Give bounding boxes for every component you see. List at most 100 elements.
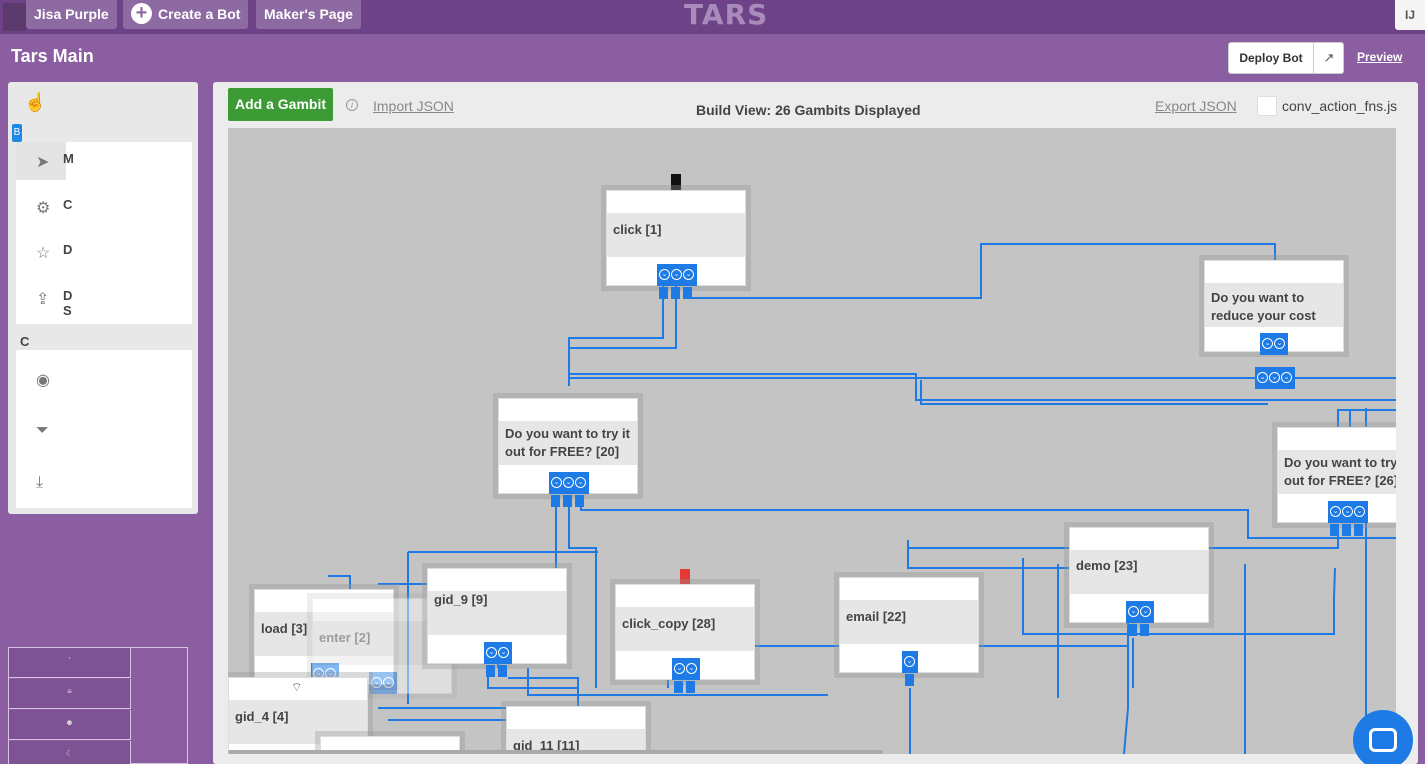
gambit-buttons[interactable]: ⌄ ⌄	[484, 642, 512, 664]
user-initials-button[interactable]: IJ	[1395, 0, 1425, 30]
conv-action-label: conv_action_fns.js	[1282, 98, 1398, 114]
bottom-toolbar-row[interactable]: ☻	[9, 710, 131, 740]
sidebar-item-design[interactable]: ☆ D	[16, 233, 72, 271]
gambit-node[interactable]: gid_9 [9] ⌄ ⌄	[427, 568, 567, 677]
gambit-buttons[interactable]: ⌄ ⌄	[369, 672, 397, 694]
gambit-buttons[interactable]: ⌄ ⌄ ⌄	[549, 472, 589, 494]
import-json-link[interactable]: Import JSON	[373, 98, 454, 114]
user-menu-button[interactable]: Jisa Purple	[26, 0, 117, 29]
gambit-buttons[interactable]: ⌄ ⌄	[1260, 333, 1288, 355]
gambit-node[interactable]	[320, 736, 460, 754]
chevron-down-icon[interactable]: ⌄	[1354, 506, 1365, 517]
chevron-down-icon[interactable]: ⌄	[1257, 372, 1268, 383]
chevron-down-icon[interactable]: ⌄	[1269, 372, 1280, 383]
tars-logo[interactable]: TARS	[684, 0, 769, 31]
sidebar-section-label: C	[20, 334, 30, 349]
gambit-node[interactable]: Do you want to try it out for FREE? [20]…	[498, 398, 638, 507]
gambit-buttons[interactable]: ⌄ ⌄	[1126, 601, 1154, 623]
makers-page-button[interactable]: Maker's Page	[256, 0, 361, 29]
conv-action-checkbox[interactable]	[1257, 96, 1277, 116]
chevron-down-icon[interactable]: ⌄	[1281, 372, 1292, 383]
chevron-down-icon[interactable]: ⌄	[674, 663, 685, 674]
chevron-down-icon[interactable]: ⌄	[1140, 606, 1151, 617]
chevron-down-icon[interactable]: ⌄	[486, 647, 497, 658]
gambit-node[interactable]: click [1] ⌄ ⌄ ⌄	[606, 190, 746, 299]
chevron-down-icon[interactable]: ⌄	[1274, 338, 1285, 349]
gambit-title: gid_9 [9]	[434, 592, 488, 607]
user-avatar[interactable]	[3, 3, 27, 31]
user-name: Jisa Purple	[34, 6, 109, 22]
gambit-node[interactable]: ⌔ gid_4 [4]	[228, 677, 368, 754]
sidebar-item-config[interactable]: ⚙ C	[16, 188, 72, 226]
connector[interactable]	[498, 665, 507, 677]
connector[interactable]	[1330, 524, 1339, 536]
gambit-node[interactable]: Do you want to reduce your cost ⌄ ⌄ ⌄ ⌄ …	[1204, 260, 1344, 389]
connector[interactable]	[486, 665, 495, 677]
chat-support-button[interactable]	[1353, 710, 1413, 764]
info-icon[interactable]: i	[346, 99, 358, 111]
connector[interactable]	[563, 495, 572, 507]
chevron-down-icon[interactable]: ⌄	[671, 269, 682, 280]
download-icon[interactable]: ⤓	[36, 474, 44, 491]
chevron-down-icon[interactable]: ⌄	[575, 477, 586, 488]
connector[interactable]	[1128, 624, 1137, 636]
sidebar-tools: ◉ ⏷ ⤓	[16, 350, 192, 508]
connector[interactable]	[905, 674, 914, 686]
preview-link[interactable]: Preview	[1357, 50, 1403, 64]
connector[interactable]	[674, 681, 683, 693]
gambit-buttons[interactable]: ⌄ ⌄	[672, 658, 700, 680]
horizontal-scrollbar[interactable]	[228, 750, 883, 754]
connector[interactable]	[575, 495, 584, 507]
node-body	[499, 421, 637, 465]
chevron-down-icon[interactable]: ⌄	[683, 269, 694, 280]
sidebar-tab[interactable]: B	[12, 124, 22, 142]
connector[interactable]	[686, 681, 695, 693]
bottom-toolbar-row[interactable]: ☾	[9, 741, 131, 764]
chevron-down-icon[interactable]: ⌄	[383, 677, 394, 688]
export-json-link[interactable]: Export JSON	[1155, 98, 1237, 114]
bottom-toolbar: ' ≡ ☻ ☾	[8, 647, 188, 764]
chevron-down-icon[interactable]: ⌄	[1330, 506, 1341, 517]
gambit-node[interactable]: demo [23] ⌄ ⌄	[1069, 527, 1209, 636]
build-view-panel: Add a Gambit i Import JSON Build View: 2…	[213, 82, 1418, 764]
sidebar-item-message[interactable]: ➤ M	[16, 142, 74, 180]
connector[interactable]	[683, 287, 692, 299]
deploy-bot-button[interactable]: Deploy Bot ↗	[1228, 42, 1344, 74]
page-title: Tars Main	[11, 46, 94, 66]
gambit-node[interactable]: Do you want to try out for FREE? [26] ⌄ …	[1277, 427, 1396, 536]
eye-icon[interactable]: ◉	[36, 372, 50, 389]
chevron-down-icon[interactable]: ⌄	[659, 269, 670, 280]
connector[interactable]	[1342, 524, 1351, 536]
external-link-icon[interactable]: ↗	[1313, 43, 1344, 73]
gambit-node[interactable]: click_copy [28] ⌄ ⌄	[615, 584, 755, 693]
gambit-node[interactable]: email [22] ⌄	[839, 577, 979, 686]
sidebar-item-deploy[interactable]: ⇪ D S	[16, 279, 72, 323]
gambit-buttons[interactable]: ⌄	[902, 651, 918, 673]
create-bot-label: Create a Bot	[158, 6, 241, 22]
connector[interactable]	[1140, 624, 1149, 636]
chevron-down-icon[interactable]: ⌄	[686, 663, 697, 674]
gambit-buttons[interactable]: ⌄ ⌄ ⌄	[1328, 501, 1368, 523]
gambit-canvas[interactable]: click [1] ⌄ ⌄ ⌄ Do you want to reduce yo…	[228, 128, 1396, 754]
bottom-toolbar-row[interactable]: '	[9, 648, 131, 678]
connector[interactable]	[551, 495, 560, 507]
filter-icon[interactable]: ⏷	[36, 422, 49, 439]
chevron-down-icon[interactable]: ⌄	[1128, 606, 1139, 617]
share-icon: ⇪	[36, 291, 50, 308]
chevron-down-icon[interactable]: ⌄	[904, 656, 915, 667]
chevron-down-icon[interactable]: ⌄	[551, 477, 562, 488]
connector[interactable]	[671, 287, 680, 299]
chevron-down-icon[interactable]: ⌄	[1262, 338, 1273, 349]
gambit-buttons[interactable]: ⌄ ⌄ ⌄	[657, 264, 697, 286]
gambit-node[interactable]: gid_11 [11]	[506, 706, 646, 754]
chevron-down-icon[interactable]: ⌄	[371, 677, 382, 688]
chevron-down-icon[interactable]: ⌄	[563, 477, 574, 488]
connector[interactable]	[659, 287, 668, 299]
chevron-down-icon[interactable]: ⌄	[498, 647, 509, 658]
connector[interactable]	[1354, 524, 1363, 536]
bottom-toolbar-row[interactable]: ≡	[9, 679, 131, 709]
create-bot-button[interactable]: +Create a Bot	[123, 0, 249, 29]
chevron-down-icon[interactable]: ⌄	[1342, 506, 1353, 517]
add-gambit-button[interactable]: Add a Gambit	[228, 88, 333, 121]
gambit-buttons[interactable]: ⌄ ⌄ ⌄	[1255, 367, 1295, 389]
